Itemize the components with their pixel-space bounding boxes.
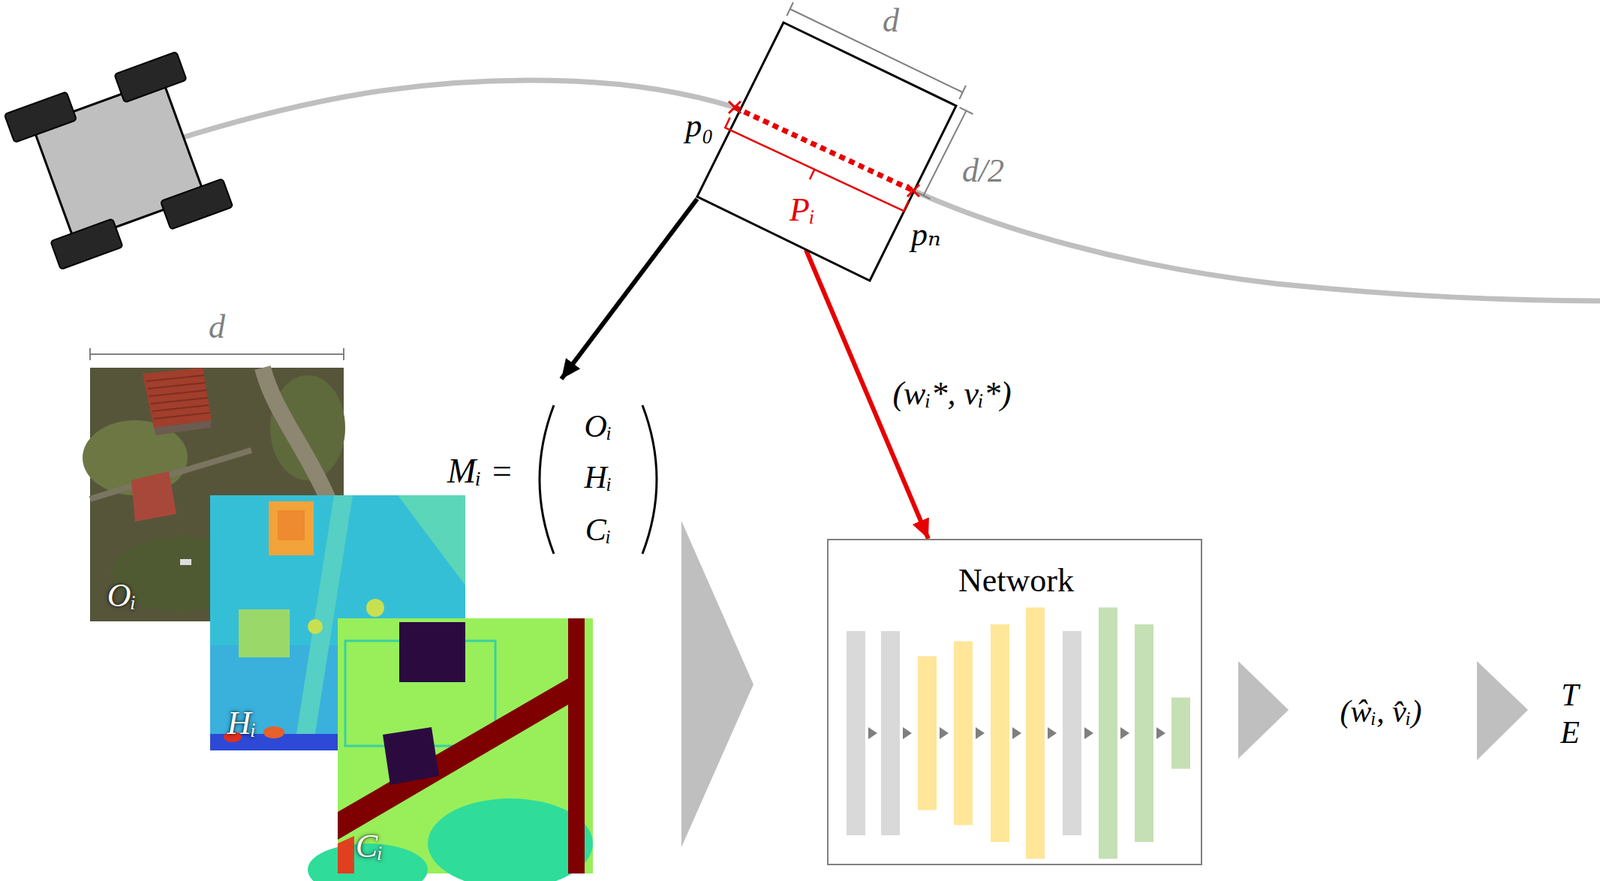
point-cross xyxy=(907,184,920,197)
robot-wheel xyxy=(4,91,77,143)
patch-square xyxy=(697,22,957,281)
point-cross xyxy=(728,101,741,114)
metric-label: T xyxy=(1560,677,1579,713)
extract-arrow xyxy=(561,198,698,379)
dimension-tick xyxy=(786,2,794,16)
dimension-label: d xyxy=(208,309,226,346)
node-label: Oᵢ xyxy=(107,577,137,614)
robot-vehicle xyxy=(4,51,234,270)
tree-height xyxy=(307,619,323,635)
tree-height xyxy=(366,598,385,617)
layer-arrow xyxy=(1012,727,1022,740)
node-label: Pᵢ xyxy=(789,192,816,229)
network-layer xyxy=(990,624,1010,843)
network-layer xyxy=(1062,631,1082,836)
building-class xyxy=(399,622,466,683)
network-box: Network xyxy=(827,538,1203,866)
layer-arrow xyxy=(1120,727,1130,740)
roof-stripe xyxy=(149,390,207,397)
layer-arrow xyxy=(902,727,912,740)
robot-wheel xyxy=(50,218,123,270)
roof-stripe xyxy=(146,375,205,382)
building-class xyxy=(382,727,440,785)
network-layer xyxy=(917,656,937,811)
object xyxy=(180,559,192,566)
point-cross xyxy=(728,101,741,114)
dimension-line xyxy=(90,353,344,355)
vector-bracket xyxy=(539,405,554,554)
height-region xyxy=(397,495,466,586)
dimension-tick xyxy=(342,348,345,361)
layer-arrow xyxy=(868,727,878,740)
segment-bracket xyxy=(809,169,815,180)
layer-arrow xyxy=(975,727,985,740)
metric-label: E xyxy=(1560,715,1580,750)
roof-stripe xyxy=(153,412,211,419)
vector-bracket xyxy=(642,405,657,554)
edge-label: (wᵢ*, vᵢ*) xyxy=(889,374,1014,414)
building-height xyxy=(238,609,290,658)
network-layer xyxy=(1134,624,1154,843)
dimension-line xyxy=(790,9,963,93)
node-label: Hᵢ xyxy=(227,705,257,742)
building-height xyxy=(268,501,314,556)
point-cross xyxy=(907,184,920,197)
robot-wheel xyxy=(114,51,187,103)
roof-stripe xyxy=(152,405,209,412)
network-layer xyxy=(1171,697,1191,770)
dimension-tick xyxy=(959,107,974,115)
image-node: Cᵢ xyxy=(337,618,593,874)
vector-entry: Oᵢ xyxy=(584,409,613,444)
network-layer xyxy=(953,641,973,826)
roof xyxy=(142,367,212,428)
flow-chevron xyxy=(681,520,754,848)
network-layer xyxy=(846,631,866,836)
dimension-label: d xyxy=(882,3,900,40)
output-label: (ŵᵢ, v̂ᵢ) xyxy=(1340,694,1423,729)
dimension-tick xyxy=(917,192,931,199)
roof xyxy=(131,471,177,522)
road-class xyxy=(337,678,569,840)
point-label: pₙ xyxy=(911,216,942,253)
segment-line xyxy=(734,107,914,191)
robot-wheel xyxy=(160,178,233,230)
roof-stripe xyxy=(150,397,208,404)
segment-bracket xyxy=(724,117,909,212)
vector-entry: Hᵢ xyxy=(584,460,613,495)
equation-label: Mᵢ = xyxy=(447,452,514,491)
class-region xyxy=(337,836,355,874)
wall xyxy=(153,420,212,436)
flow-chevron xyxy=(1476,661,1528,761)
vector-entry: Cᵢ xyxy=(585,512,612,548)
dimension-line xyxy=(923,111,967,196)
building-height xyxy=(277,510,305,541)
layer-arrow xyxy=(1156,727,1166,740)
network-layer xyxy=(1025,607,1045,860)
node-label: Cᵢ xyxy=(355,828,383,865)
point-label: p₀ xyxy=(685,108,713,145)
layer-arrow xyxy=(1047,727,1057,740)
network-layer xyxy=(881,631,900,836)
dimension-tick xyxy=(89,348,91,361)
flow-chevron xyxy=(1238,661,1289,759)
dimension-label: d/2 xyxy=(962,153,1005,190)
layer-arrow xyxy=(939,727,949,740)
layer-arrow xyxy=(1084,727,1094,740)
dimension-tick xyxy=(959,85,966,100)
road-class xyxy=(568,618,585,874)
box-title: Network xyxy=(958,562,1074,599)
network-layer xyxy=(1098,607,1118,860)
roof-stripe xyxy=(147,382,206,389)
height-spot xyxy=(263,726,285,739)
